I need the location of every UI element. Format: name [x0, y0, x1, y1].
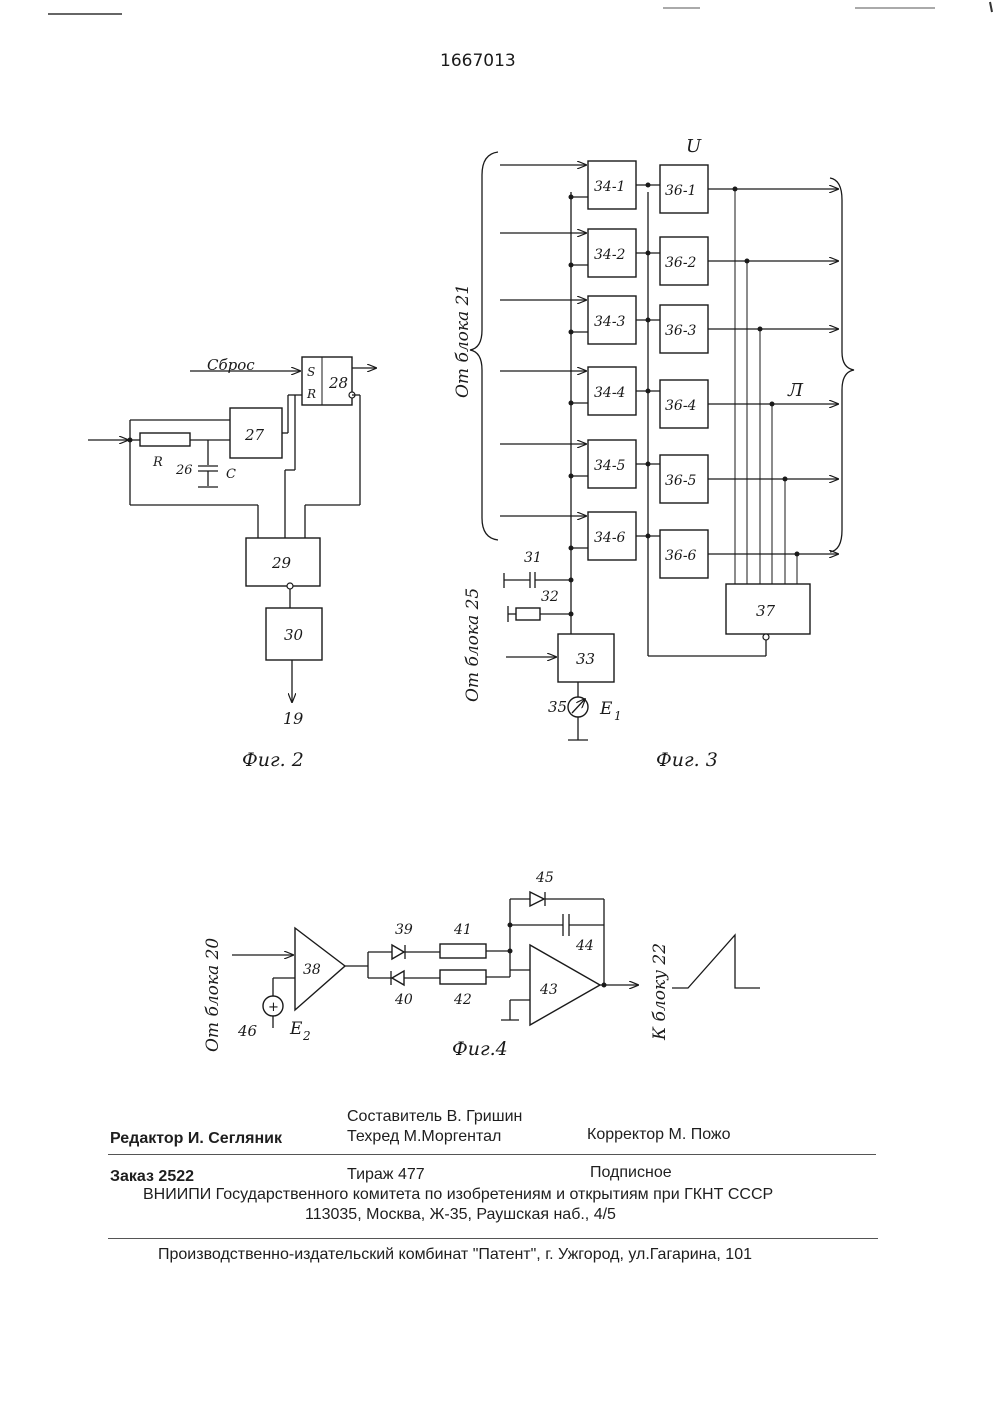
- block-36-label: 36-1: [665, 183, 696, 199]
- diode-40: [392, 971, 404, 985]
- output-19-label: 19: [283, 709, 303, 728]
- junction: [646, 534, 651, 539]
- block-33-label: 33: [576, 650, 595, 668]
- sawtooth-waveform: [672, 935, 760, 988]
- to-block-22: К блоку 22: [650, 943, 670, 1041]
- figure-4: От блока 20 38 + 46 E 2 39 40 41 42: [203, 870, 760, 1060]
- source-35-arrow: [572, 699, 585, 713]
- block-37-label: 37: [756, 602, 776, 620]
- block-34-label: 34-1: [594, 179, 625, 195]
- imprint-editor: Редактор И. Сегляник: [110, 1130, 282, 1148]
- resistor-41-label: 41: [453, 922, 472, 938]
- source-46-label: 46: [237, 1022, 258, 1040]
- imprint-compiler: Составитель В. Гришин: [347, 1108, 522, 1126]
- e1-label: E: [599, 699, 613, 719]
- block-36-label: 36-3: [665, 323, 697, 339]
- capacitor-c-label: C: [226, 467, 236, 482]
- from-block-21: От блока 21: [453, 284, 473, 398]
- junction: [569, 578, 574, 583]
- junction: [569, 546, 574, 551]
- block-36-label: 36-5: [665, 473, 697, 489]
- comparator-38-label: 38: [303, 962, 321, 978]
- imprint-rule-bottom: [108, 1238, 878, 1239]
- resistor-r-label: R: [152, 455, 163, 470]
- imprint-corrector: Корректор М. Пожо: [587, 1126, 731, 1144]
- block-27-label: 27: [244, 426, 265, 444]
- imprint-techred: Техред М.Моргентал: [347, 1128, 501, 1146]
- block-34-label: 34-6: [594, 530, 626, 546]
- patent-number: 1667013: [440, 51, 516, 71]
- source-46-plus: +: [268, 1000, 279, 1015]
- right-brace: [830, 178, 854, 552]
- e2-subscript: 2: [302, 1029, 311, 1043]
- imprint-rule-top: [108, 1154, 876, 1155]
- block-34-label: 34-4: [594, 385, 625, 401]
- e2-label: E: [289, 1019, 303, 1039]
- junction: [646, 318, 651, 323]
- block-28-label: 28: [328, 374, 348, 392]
- figure-3-caption: Фиг. 3: [656, 749, 718, 771]
- junction: [646, 183, 651, 188]
- block-34-label: 34-2: [594, 247, 626, 263]
- element-32: [516, 608, 540, 620]
- figure-4-caption: Фиг.4: [452, 1038, 508, 1060]
- fig3-channel-rows: 34-1 36-1 34-2 36-2 34-3 36-3 34-4 36-4 34-5 36-5…: [500, 161, 838, 584]
- junction: [569, 401, 574, 406]
- block-36-label: 36-4: [665, 398, 696, 414]
- block-34-label: 34-5: [594, 458, 626, 474]
- block-36-label: 36-2: [665, 255, 697, 271]
- junction: [646, 389, 651, 394]
- resistor-r: [140, 433, 190, 446]
- junction: [569, 263, 574, 268]
- e1-subscript: 1: [614, 709, 622, 723]
- imprint-institute: ВНИИПИ Государственного комитета по изоб…: [143, 1186, 773, 1204]
- cap-31-label: 31: [524, 550, 542, 566]
- rc-26-label: 26: [175, 463, 193, 478]
- junction: [569, 195, 574, 200]
- block-37-output: [763, 634, 769, 640]
- junction: [646, 462, 651, 467]
- flipflop-s: S: [307, 365, 315, 379]
- diode-45-label: 45: [535, 870, 554, 886]
- pulse-label: Л: [787, 380, 804, 401]
- imprint-order: Заказ 2522: [110, 1168, 194, 1186]
- from-block-20: От блока 20: [203, 938, 223, 1052]
- junction: [569, 474, 574, 479]
- opamp-43-label: 43: [539, 982, 558, 998]
- figure-2-caption: Фиг. 2: [242, 749, 304, 771]
- imprint-subscription: Подписное: [590, 1164, 672, 1182]
- diode-45: [530, 892, 544, 906]
- left-brace: [470, 152, 498, 540]
- resistor-42: [440, 970, 486, 984]
- resistor-42-label: 42: [453, 992, 472, 1008]
- resistor-41: [440, 944, 486, 958]
- scan-edge-marks: [48, 2, 992, 14]
- diode-39: [392, 945, 404, 959]
- cap-44-label: 44: [575, 938, 594, 954]
- block-36-label: 36-6: [665, 548, 697, 564]
- diode-40-label: 40: [394, 992, 413, 1008]
- block-30-label: 30: [284, 626, 304, 644]
- diode-39-label: 39: [395, 922, 413, 938]
- figure-2: Сброс S R 28 R 26 C 27: [88, 356, 376, 771]
- figure-3: От блока 21 От блока 25 U Л 34-1 36-1 34-2…: [453, 136, 854, 771]
- u-label: U: [686, 136, 702, 157]
- junction: [646, 251, 651, 256]
- imprint-plant: Производственно-издательский комбинат "П…: [158, 1246, 752, 1264]
- block-29-output: [287, 583, 293, 589]
- block-34-label: 34-3: [594, 314, 626, 330]
- imprint-address: 113035, Москва, Ж-35, Раушская наб., 4/5: [305, 1206, 616, 1224]
- source-35-label: 35: [548, 698, 567, 716]
- flipflop-r: R: [306, 387, 316, 401]
- from-block-25: От блока 25: [463, 588, 483, 702]
- elem-32-label: 32: [541, 589, 559, 605]
- junction: [508, 949, 513, 954]
- block-29-label: 29: [271, 554, 292, 572]
- junction: [569, 330, 574, 335]
- imprint-circulation: Тираж 477: [347, 1166, 425, 1184]
